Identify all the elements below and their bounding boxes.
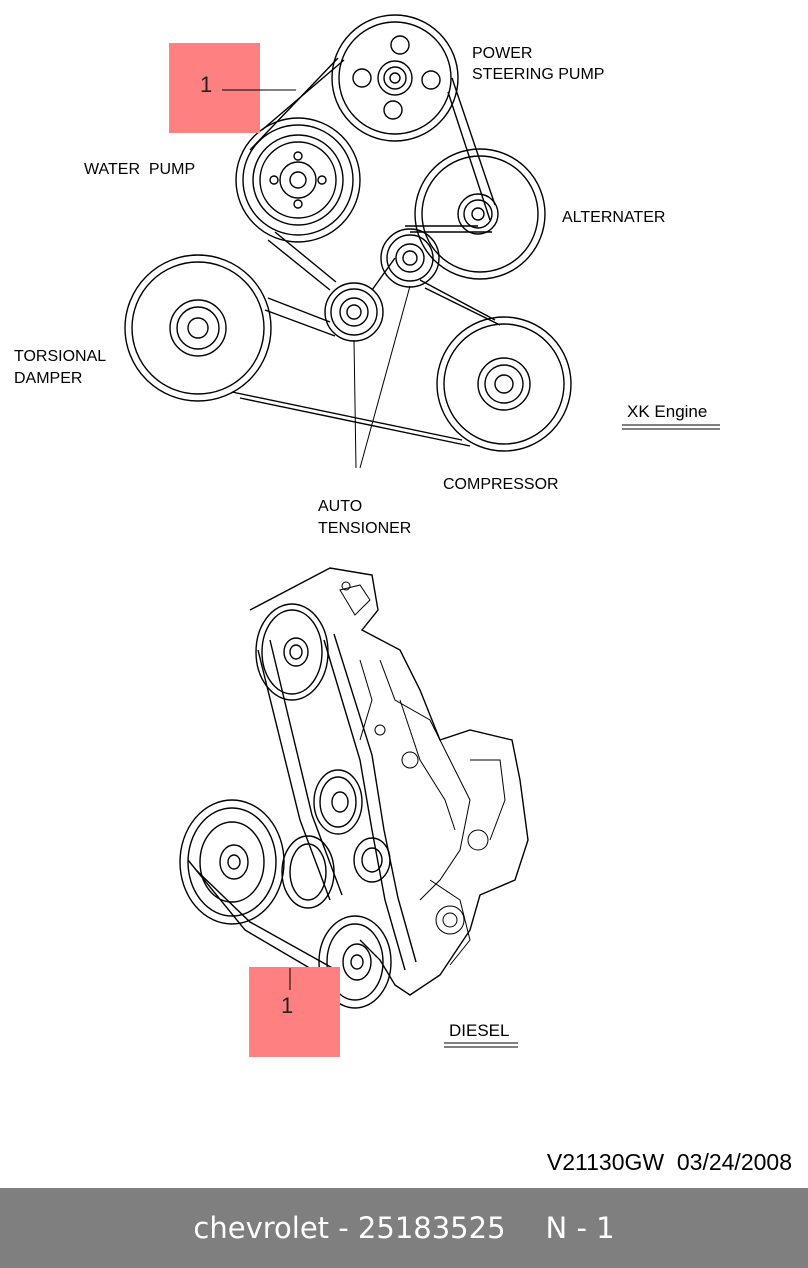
diesel-side-pulley (281, 835, 335, 909)
idler-pulley (380, 228, 440, 288)
label-torsional-damper: TORSIONAL (14, 348, 106, 365)
power-steering-pump-pulley (331, 14, 459, 142)
label-torsional-damper-2: DAMPER (14, 370, 82, 387)
diesel-engine-illustration: 1 DIESEL (179, 567, 529, 1057)
label-auto-tensioner-2: TENSIONER (318, 520, 411, 537)
reference-code: V21130GW 03/24/2008 (547, 1149, 792, 1175)
label-xk-engine: XK Engine (627, 402, 707, 421)
water-pump-pulley (235, 117, 361, 243)
diesel-damper-pulley (179, 799, 285, 925)
label-auto-tensioner: AUTO (318, 498, 362, 515)
diesel-idler-pulley (313, 769, 363, 835)
label-alternator: ALTERNATER (562, 209, 665, 226)
footer-brand-part: chevrolet - 25183525 (193, 1211, 506, 1245)
footer-bar: chevrolet - 25183525 N - 1 (0, 1188, 808, 1268)
footer-position: N - 1 (545, 1211, 615, 1245)
label-power-steering-pump: POWER (472, 45, 532, 62)
label-water-pump: WATER PUMP (84, 161, 195, 178)
xk-engine-schematic: 1 POWER STEERING PUMP WATER PUMP ALTERNA… (14, 14, 720, 537)
label-compressor: COMPRESSOR (443, 476, 559, 493)
label-diesel: DIESEL (449, 1021, 509, 1040)
callout-number-diesel: 1 (281, 993, 293, 1018)
diesel-top-pulley (255, 603, 329, 701)
callout-box-diesel (249, 967, 340, 1057)
label-power-steering-pump-2: STEERING PUMP (472, 66, 604, 83)
belt-outline (231, 57, 501, 447)
diesel-compressor-pulley (318, 915, 392, 1009)
torsional-damper-pulley (124, 254, 272, 402)
alternator-pulley (414, 148, 546, 280)
diesel-belt (187, 633, 417, 981)
auto-tensioner-pulley (324, 282, 384, 342)
callout-box (169, 43, 260, 133)
diesel-tensioner-pulley (353, 837, 391, 883)
compressor-pulley (436, 316, 572, 452)
callout-number: 1 (200, 72, 212, 97)
belt-routing-diagram: 1 POWER STEERING PUMP WATER PUMP ALTERNA… (14, 14, 792, 1175)
